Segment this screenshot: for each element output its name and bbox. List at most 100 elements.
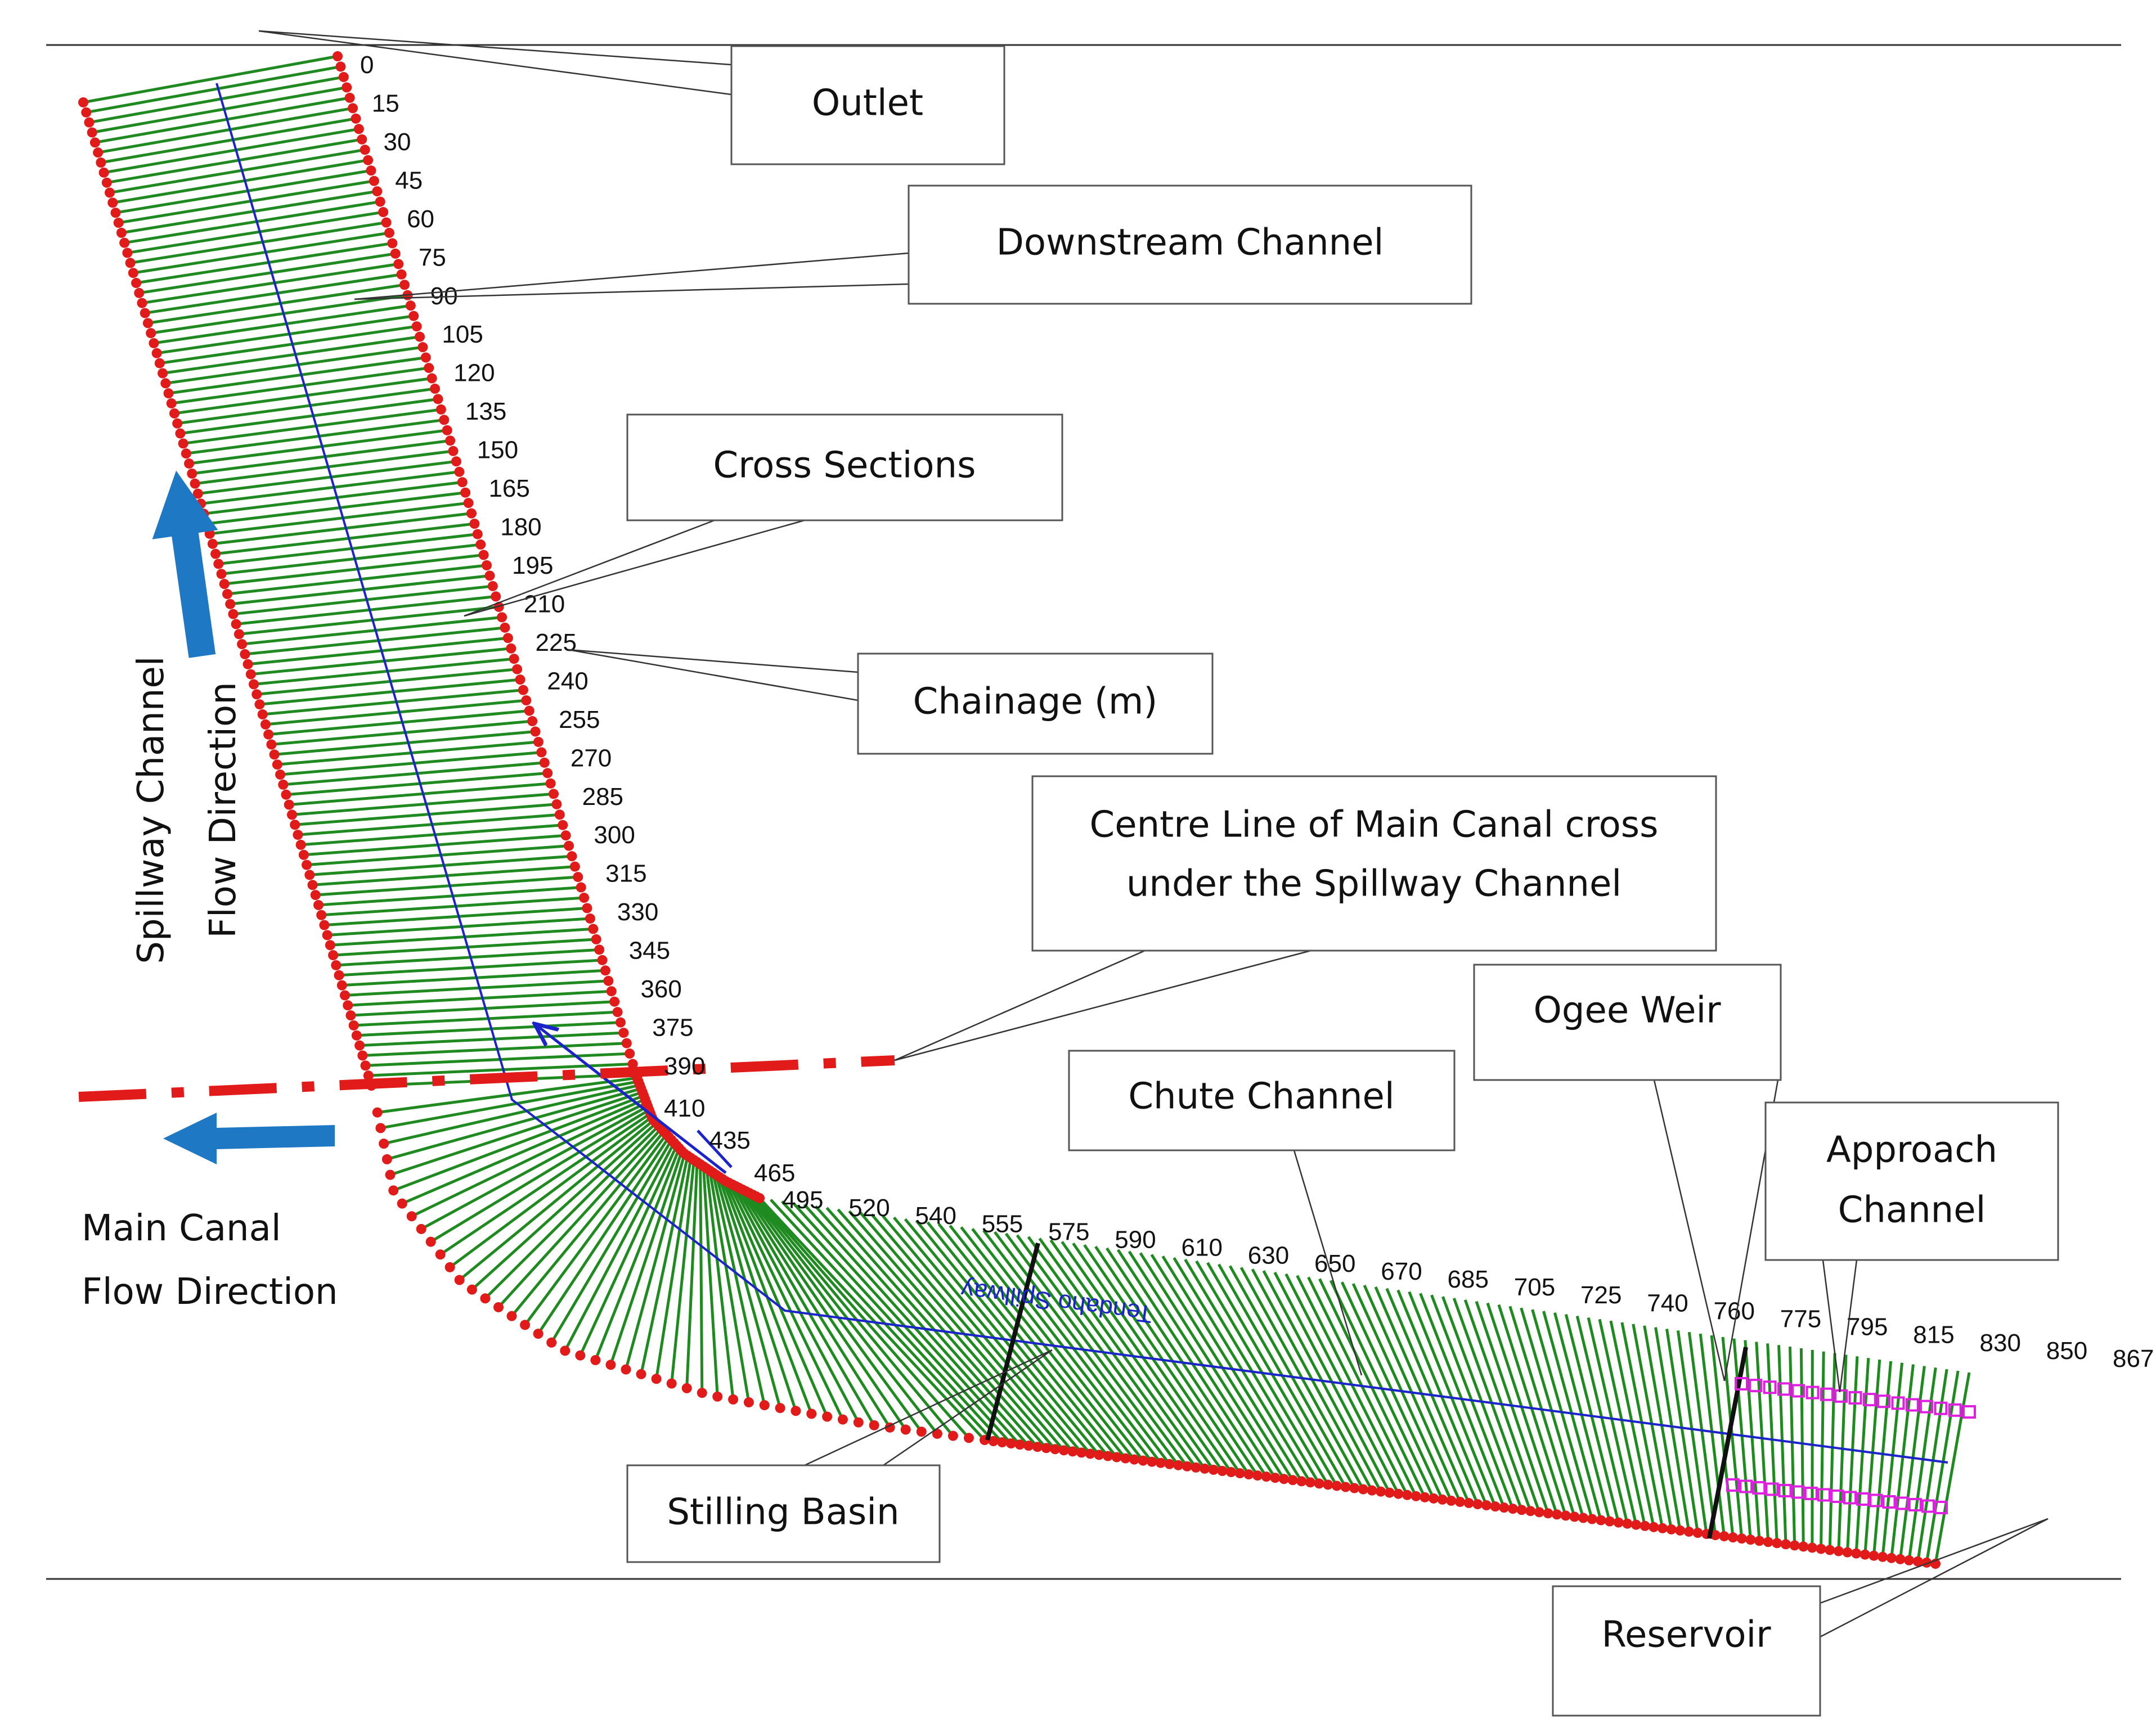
bank-dot xyxy=(1912,1556,1923,1567)
cross-section-line xyxy=(342,969,606,987)
cross-section-line xyxy=(291,792,554,816)
cross-section-line xyxy=(300,824,563,847)
bank-dot xyxy=(372,186,383,197)
bank-dot xyxy=(281,789,291,800)
bank-dot xyxy=(96,158,106,168)
cross-section-line xyxy=(393,1094,645,1192)
weir-marker xyxy=(1749,1379,1763,1393)
cross-section-line xyxy=(227,564,487,596)
bank-dot xyxy=(433,394,443,404)
chainage-label: 850 xyxy=(2046,1337,2087,1365)
cross-section-line xyxy=(1925,1370,1960,1563)
bank-dot xyxy=(254,699,265,710)
cross-section-line xyxy=(1609,1320,1655,1528)
bank-dot xyxy=(420,352,431,363)
cross-section-line xyxy=(389,1091,643,1176)
weir-marker xyxy=(1869,1493,1883,1508)
cross-section-line xyxy=(212,512,472,546)
bank-dot xyxy=(518,685,528,695)
bank-dot xyxy=(369,176,379,186)
bank-dot xyxy=(1094,1450,1104,1460)
cross-section-line xyxy=(1898,1366,1926,1560)
cross-section-line xyxy=(705,1168,735,1400)
cross-section-line xyxy=(1721,1336,1744,1539)
cross-section-line xyxy=(377,1076,637,1114)
cross-section-line xyxy=(401,1097,646,1205)
bank-dot xyxy=(417,342,428,353)
cross-section-line xyxy=(1520,1307,1585,1519)
cross-section-line xyxy=(1553,1312,1611,1522)
weir-marker xyxy=(1934,1401,1948,1415)
bank-dot xyxy=(618,1028,629,1038)
bank-dot xyxy=(1358,1484,1368,1495)
bank-dot xyxy=(728,1394,739,1405)
bank-dot xyxy=(600,965,610,976)
bank-dot xyxy=(339,990,350,1001)
bank-dot xyxy=(963,1433,974,1443)
bank-dot xyxy=(430,384,441,394)
cross-section-line xyxy=(224,554,484,586)
bank-dot xyxy=(609,996,620,1007)
cross-section-line xyxy=(731,1184,860,1423)
cross-section-line xyxy=(892,1216,1092,1455)
bank-dot xyxy=(207,538,218,549)
cross-section-line xyxy=(259,678,520,706)
bank-dot xyxy=(564,840,574,851)
bank-dot xyxy=(131,278,142,289)
bank-dot xyxy=(1234,1468,1245,1479)
bank-dot xyxy=(506,1311,517,1321)
cross-section-line xyxy=(1907,1367,1937,1561)
reservoir-label: Reservoir xyxy=(1601,1614,1771,1656)
cross-section-line xyxy=(1744,1340,1761,1541)
reservoir-callout: Reservoir xyxy=(1552,1585,1821,1717)
bank-dot xyxy=(363,155,374,165)
cross-section-line xyxy=(289,782,551,807)
bank-dot xyxy=(615,1017,626,1028)
cross-section-line xyxy=(1486,1302,1558,1515)
bank-dot xyxy=(78,97,88,107)
chainage-label: 830 xyxy=(1980,1329,2021,1357)
weir-marker xyxy=(1908,1498,1922,1511)
bank-dot xyxy=(181,448,191,459)
arrow-left-icon xyxy=(163,1113,335,1164)
bank-dot xyxy=(585,913,595,924)
chainage-label: 225 xyxy=(536,629,577,656)
cross-section-line xyxy=(770,1199,995,1442)
bank-dot xyxy=(1666,1524,1677,1534)
cross-section-line xyxy=(115,169,371,214)
chainage-label: 575 xyxy=(1048,1218,1089,1245)
cross-section-line xyxy=(165,345,423,385)
cross-section-line xyxy=(837,1208,1048,1449)
chainage-label: 685 xyxy=(1448,1266,1489,1293)
cross-section-line xyxy=(748,1192,938,1435)
cross-section-line xyxy=(1508,1306,1576,1518)
cross-section-line xyxy=(744,1190,923,1433)
bank-dot xyxy=(579,893,590,903)
bank-dot xyxy=(1859,1549,1870,1560)
spillway-flow-label-line1: Spillway Channel xyxy=(131,656,172,964)
bank-dot xyxy=(997,1437,1008,1448)
bank-dot xyxy=(338,71,349,82)
cross-section-line xyxy=(203,480,463,515)
chainage-label: 315 xyxy=(605,860,646,888)
bank-dot xyxy=(424,363,434,374)
bank-dots-group xyxy=(78,51,1941,1569)
bank-dot xyxy=(328,950,339,961)
bank-dot xyxy=(348,1020,359,1030)
bank-dot xyxy=(560,830,571,841)
bank-dot xyxy=(1323,1479,1333,1490)
cross-section-line xyxy=(200,470,460,505)
bank-dot xyxy=(1085,1448,1095,1459)
cross-section-line xyxy=(248,636,509,666)
bank-dot xyxy=(351,113,361,124)
bank-dot xyxy=(837,1414,848,1425)
chainage-label: 670 xyxy=(1381,1258,1422,1285)
bank-dot xyxy=(231,619,241,629)
bank-dot xyxy=(353,124,364,134)
bank-dot xyxy=(249,679,259,690)
cross-section-line xyxy=(459,1119,655,1281)
bank-dot xyxy=(1578,1513,1589,1523)
bank-dot xyxy=(379,1138,389,1149)
cross-section-line xyxy=(262,688,524,716)
bank-dot xyxy=(469,519,480,529)
